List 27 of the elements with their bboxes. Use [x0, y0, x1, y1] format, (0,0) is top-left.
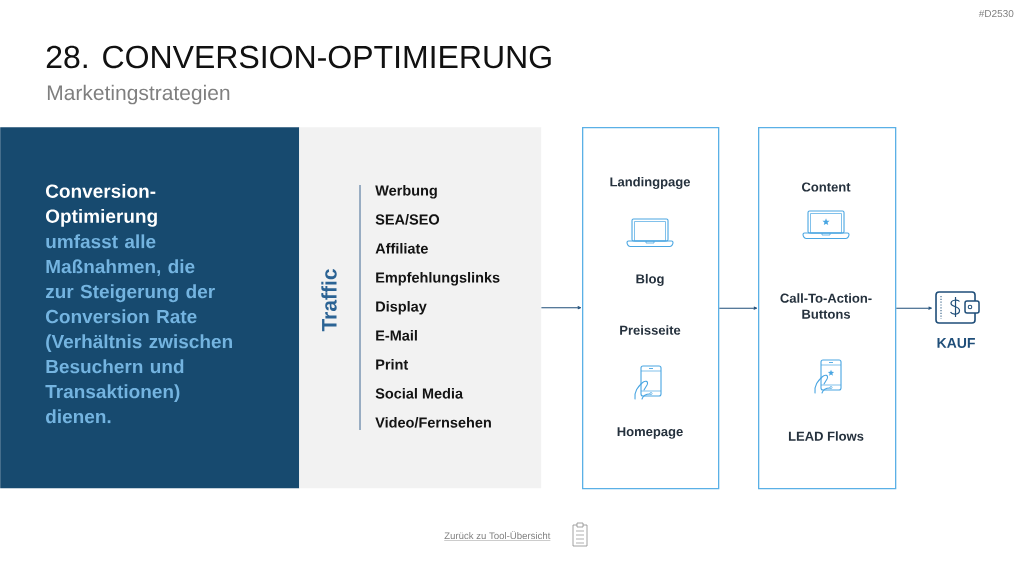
- item-label: Blog: [636, 273, 664, 287]
- item-label: Call-To-Action-Buttons: [780, 293, 872, 319]
- code-label: #D2530: [978, 10, 1014, 18]
- arrow: [540, 306, 582, 310]
- link: Zurück zu Tool-Übersicht: [444, 531, 551, 541]
- title: 28. CONVERSION-OPTIMIERUNG: [46, 45, 551, 69]
- list-item: Video/Fernsehen: [375, 417, 491, 428]
- node-label: KAUF: [937, 338, 975, 348]
- list-item: Display: [376, 301, 427, 315]
- arrow: [718, 306, 758, 310]
- list-item: E-Mail: [376, 330, 417, 341]
- list-item: Affiliate: [375, 243, 428, 254]
- subtitle: Marketingstrategien: [47, 84, 230, 105]
- item-label: Content: [802, 182, 851, 192]
- paragraph: umfasst alle Maßnahmen, die zur Steigerung der Conversion Rate (Verhältnis zwischen Besuchern und Transaktionen) dienen.: [45, 234, 232, 424]
- list-item: Social Media: [375, 388, 464, 399]
- vertical-label: Traffic: [321, 269, 337, 332]
- arrow: [895, 306, 933, 310]
- item-label: Preisseite: [620, 325, 681, 335]
- list-item: Print: [376, 359, 409, 370]
- list-item: SEA/SEO: [375, 214, 440, 225]
- heading: Conversion-Optimierung: [46, 183, 157, 227]
- list-item: Empfehlungslinks: [376, 272, 500, 286]
- list-item: Werbung: [375, 185, 437, 199]
- item-label: LEAD Flows: [788, 431, 864, 441]
- item-label: Homepage: [617, 427, 683, 439]
- item-label: Landingpage: [610, 176, 691, 190]
